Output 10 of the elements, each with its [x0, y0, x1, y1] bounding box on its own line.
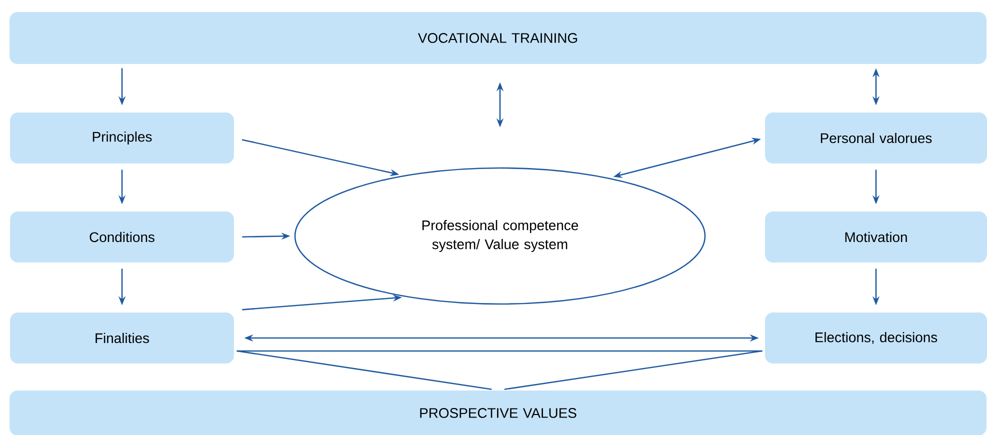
band: PROSPECTIVE VALUES	[10, 390, 986, 435]
process-box: Principles	[10, 112, 234, 164]
connector-line	[236, 350, 492, 390]
process-box: Finalities	[10, 312, 234, 364]
process-box: Conditions	[10, 212, 234, 262]
process-box: Personal valorues	[765, 112, 987, 164]
process-box: Elections, decisions	[765, 312, 987, 364]
band: VOCATIONAL TRAINING	[10, 12, 986, 64]
connector-line	[504, 350, 762, 390]
process-box: Motivation	[765, 212, 987, 262]
